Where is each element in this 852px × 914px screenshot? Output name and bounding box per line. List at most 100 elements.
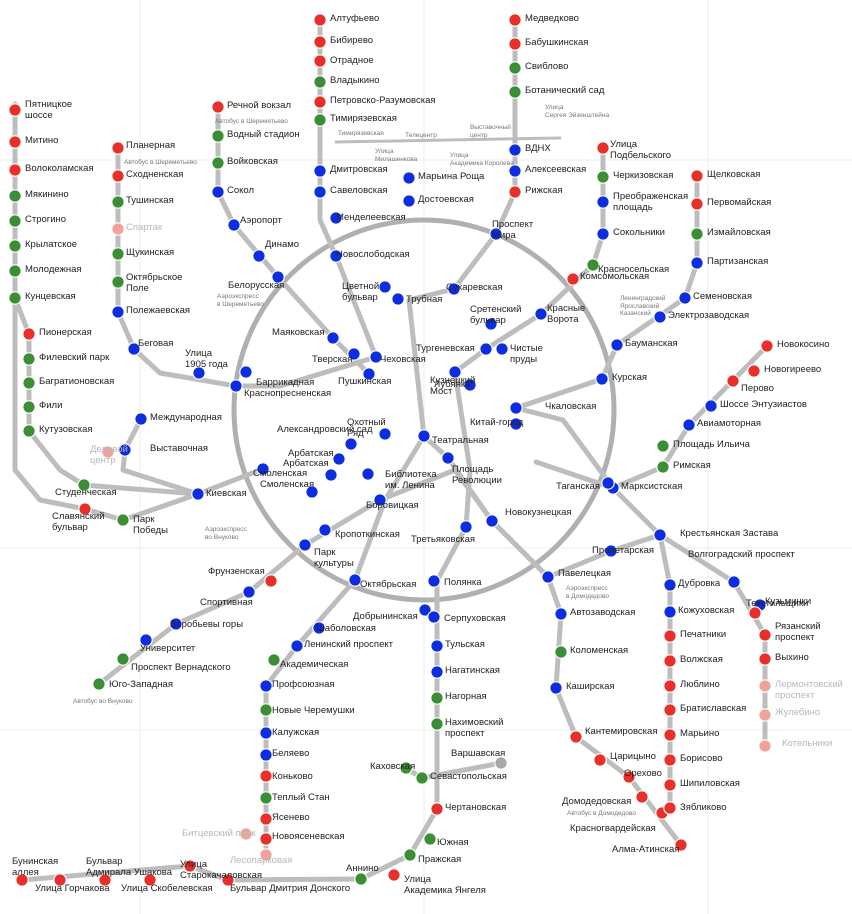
station-dot[interactable]	[361, 467, 375, 481]
station-dot[interactable]	[635, 790, 649, 804]
station-dot[interactable]	[22, 400, 36, 414]
station-dot[interactable]	[211, 156, 225, 170]
station-dot[interactable]	[653, 310, 667, 324]
station-dot[interactable]	[318, 523, 332, 537]
station-dot[interactable]	[313, 13, 327, 27]
station-dot[interactable]	[447, 282, 461, 296]
station-dot[interactable]	[259, 679, 273, 693]
station-dot[interactable]	[596, 170, 610, 184]
station-dot[interactable]	[239, 827, 253, 841]
station-dot[interactable]	[494, 756, 508, 770]
station-dot[interactable]	[313, 164, 327, 178]
station-dot[interactable]	[313, 113, 327, 127]
station-dot[interactable]	[427, 574, 441, 588]
station-dot[interactable]	[682, 418, 696, 432]
station-dot[interactable]	[271, 270, 285, 284]
station-dot[interactable]	[541, 570, 555, 584]
station-dot[interactable]	[169, 617, 183, 631]
station-dot[interactable]	[312, 621, 326, 635]
station-dot[interactable]	[242, 585, 256, 599]
station-dot[interactable]	[259, 703, 273, 717]
station-dot[interactable]	[549, 681, 563, 695]
station-dot[interactable]	[92, 677, 106, 691]
station-dot[interactable]	[656, 439, 670, 453]
station-dot[interactable]	[604, 544, 618, 558]
station-dot[interactable]	[22, 352, 36, 366]
station-dot[interactable]	[256, 462, 270, 476]
station-dot[interactable]	[674, 838, 688, 852]
station-dot[interactable]	[663, 578, 677, 592]
station-dot[interactable]	[656, 460, 670, 474]
station-dot[interactable]	[534, 307, 548, 321]
station-dot[interactable]	[8, 163, 22, 177]
station-dot[interactable]	[143, 873, 157, 887]
station-dot[interactable]	[430, 639, 444, 653]
station-dot[interactable]	[192, 366, 206, 380]
station-dot[interactable]	[622, 770, 636, 784]
station-dot[interactable]	[15, 873, 29, 887]
station-dot[interactable]	[373, 493, 387, 507]
station-dot[interactable]	[332, 452, 346, 466]
station-dot[interactable]	[747, 364, 761, 378]
station-dot[interactable]	[267, 653, 281, 667]
station-dot[interactable]	[509, 401, 523, 415]
station-dot[interactable]	[423, 832, 437, 846]
station-dot[interactable]	[690, 197, 704, 211]
station-dot[interactable]	[227, 218, 241, 232]
station-dot[interactable]	[111, 195, 125, 209]
station-dot[interactable]	[78, 502, 92, 516]
station-dot[interactable]	[259, 769, 273, 783]
station-dot[interactable]	[298, 538, 312, 552]
station-dot[interactable]	[134, 412, 148, 426]
station-dot[interactable]	[485, 514, 499, 528]
station-dot[interactable]	[139, 633, 153, 647]
station-dot[interactable]	[663, 654, 677, 668]
station-dot[interactable]	[758, 708, 772, 722]
station-dot[interactable]	[758, 679, 772, 693]
station-dot[interactable]	[8, 264, 22, 278]
station-dot[interactable]	[760, 339, 774, 353]
station-dot[interactable]	[239, 365, 253, 379]
station-dot[interactable]	[586, 258, 600, 272]
station-dot[interactable]	[595, 372, 609, 386]
station-dot[interactable]	[448, 365, 462, 379]
station-dot[interactable]	[415, 771, 429, 785]
station-dot[interactable]	[508, 185, 522, 199]
station-dot[interactable]	[596, 141, 610, 155]
station-dot[interactable]	[118, 443, 132, 457]
station-dot[interactable]	[111, 247, 125, 261]
station-dot[interactable]	[8, 214, 22, 228]
station-dot[interactable]	[484, 317, 498, 331]
station-dot[interactable]	[566, 272, 580, 286]
station-dot[interactable]	[663, 801, 677, 815]
station-dot[interactable]	[111, 222, 125, 236]
station-dot[interactable]	[417, 429, 431, 443]
station-dot[interactable]	[259, 791, 273, 805]
station-dot[interactable]	[748, 606, 762, 620]
station-dot[interactable]	[22, 327, 36, 341]
station-dot[interactable]	[402, 171, 416, 185]
station-dot[interactable]	[508, 61, 522, 75]
station-dot[interactable]	[663, 728, 677, 742]
station-dot[interactable]	[313, 95, 327, 109]
station-dot[interactable]	[8, 239, 22, 253]
station-dot[interactable]	[116, 652, 130, 666]
station-dot[interactable]	[554, 607, 568, 621]
station-dot[interactable]	[758, 652, 772, 666]
station-dot[interactable]	[369, 350, 383, 364]
station-dot[interactable]	[690, 169, 704, 183]
station-dot[interactable]	[378, 280, 392, 294]
station-dot[interactable]	[663, 605, 677, 619]
station-dot[interactable]	[22, 424, 36, 438]
station-dot[interactable]	[313, 185, 327, 199]
station-dot[interactable]	[313, 35, 327, 49]
station-dot[interactable]	[354, 872, 368, 886]
station-dot[interactable]	[758, 628, 772, 642]
station-dot[interactable]	[259, 726, 273, 740]
station-dot[interactable]	[329, 249, 343, 263]
station-dot[interactable]	[726, 374, 740, 388]
station-dot[interactable]	[53, 873, 67, 887]
station-dot[interactable]	[211, 129, 225, 143]
station-dot[interactable]	[8, 103, 22, 117]
station-dot[interactable]	[678, 291, 692, 305]
